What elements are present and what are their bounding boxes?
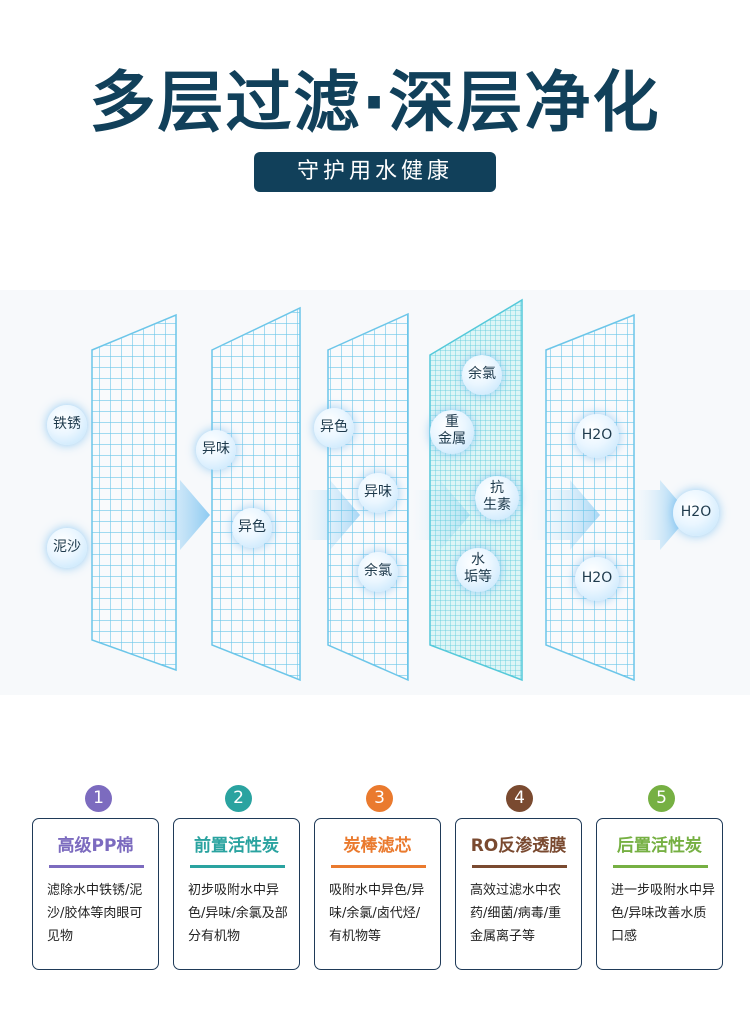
filter-layers <box>91 298 690 682</box>
step-card-2-desc: 初步吸附水中异色/异味/余氯及部分有机物 <box>188 883 288 944</box>
step-card-5-title: 后置活性炭 <box>617 836 702 856</box>
step-card-1-desc: 滤除水中铁锈/泥沙/胶体等肉眼可见物 <box>47 883 143 944</box>
step-number-2: 2 <box>225 785 252 812</box>
step-number-3: 3 <box>366 785 393 812</box>
bubble-color-1-label: 异色 <box>238 519 266 535</box>
headline: 多层过滤·深层净化 <box>89 64 661 141</box>
step-card-5-desc: 进一步吸附水中异色/异味改善水质口感 <box>611 883 716 944</box>
step-card-3-title: 炭棒滤芯 <box>343 836 412 856</box>
step-card-1-title: 高级PP棉 <box>57 836 134 856</box>
bubble-chlorine-2-label: 余氯 <box>468 366 496 382</box>
bubble-odor-1-label: 异味 <box>202 441 230 457</box>
bubble-scale <box>456 548 500 592</box>
step-card-1-underline <box>49 865 144 868</box>
bubble-odor-1 <box>196 430 236 470</box>
step-card-4: RO反渗透膜 高效过滤水中农药/细菌/病毒/重金属离子等 <box>455 818 582 970</box>
bubble-h2o-1 <box>575 414 619 458</box>
bubble-sand <box>47 528 87 568</box>
bubble-scale-label: 水 垢等 <box>464 552 492 585</box>
bubble-h2o-3-label: H2O <box>680 504 712 520</box>
filter-layer-2 <box>211 306 301 682</box>
bubble-odor-2 <box>358 473 398 513</box>
step-number-5: 5 <box>648 785 675 812</box>
step-card-2-title: 前置活性炭 <box>194 836 279 856</box>
bubble-h2o-3 <box>673 490 719 536</box>
filter-layer-5 <box>545 313 635 682</box>
bubble-odor-2-label: 异味 <box>364 484 392 500</box>
step-card-3-underline <box>331 865 426 868</box>
bubble-antibiotic <box>475 476 519 520</box>
bubble-color-2 <box>314 408 354 448</box>
step-card-5: 后置活性炭 进一步吸附水中异色/异味改善水质口感 <box>596 818 723 970</box>
bubble-color-2-label: 异色 <box>320 419 348 435</box>
bubble-heavy-metal <box>430 410 474 454</box>
bubble-rust <box>47 405 87 445</box>
step-card-5-underline <box>613 865 708 868</box>
filtration-diagram: 铁锈 泥沙 异味 异色 异色 异味 余氯 余氯 重 金属 抗 生素 水 垢等 H… <box>0 290 750 695</box>
bubble-color-1 <box>232 508 272 548</box>
bubble-h2o-2-label: H2O <box>581 570 613 586</box>
step-card-4-title: RO反渗透膜 <box>470 836 567 856</box>
bubble-heavy-metal-label: 重 金属 <box>438 414 466 447</box>
bubble-chlorine-2 <box>462 355 502 395</box>
step-card-3-desc: 吸附水中异色/异味/余氯/卤代烃/有机物等 <box>329 883 425 944</box>
filter-layer-1 <box>91 313 177 672</box>
step-card-1: 高级PP棉 滤除水中铁锈/泥沙/胶体等肉眼可见物 <box>32 818 159 970</box>
bubble-h2o-2 <box>575 557 619 601</box>
step-card-4-underline <box>472 865 567 868</box>
bubble-h2o-1-label: H2O <box>581 427 613 443</box>
bubble-sand-label: 泥沙 <box>53 539 81 555</box>
step-card-2: 前置活性炭 初步吸附水中异色/异味/余氯及部分有机物 <box>173 818 300 970</box>
bubble-chlorine-1-label: 余氯 <box>364 563 392 579</box>
step-number-1: 1 <box>85 785 112 812</box>
bubble-antibiotic-label: 抗 生素 <box>483 480 511 513</box>
step-card-3: 炭棒滤芯 吸附水中异色/异味/余氯/卤代烃/有机物等 <box>314 818 441 970</box>
step-card-2-underline <box>190 865 285 868</box>
subtitle-pill: 守护用水健康 <box>254 152 496 192</box>
bubble-rust-label: 铁锈 <box>53 416 81 432</box>
step-number-4: 4 <box>506 785 533 812</box>
bubble-chlorine-1 <box>358 552 398 592</box>
step-card-4-desc: 高效过滤水中农药/细菌/病毒/重金属离子等 <box>470 883 562 944</box>
